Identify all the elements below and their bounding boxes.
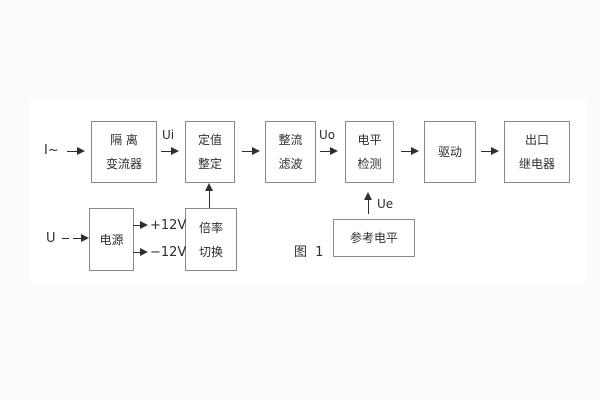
input-voltage-dash [62,238,69,239]
block-output-relay: 出口 继电器 [504,121,570,183]
block-label-line: 定值 [197,133,222,147]
signal-label-ui: Ui [162,128,175,142]
figure-caption: 图 1 [294,245,326,260]
block-label-line: 滤波 [278,157,303,171]
signal-label-ue: Ue [377,197,394,211]
block-setting-adjust: 定值 整定 [185,121,235,183]
block-rectifier-filter: 整流 滤波 [265,121,316,183]
flow-arrow-plus-12v [133,221,148,229]
block-reference-level: 参考电平 [333,219,415,257]
block-level-detector: 电平 检测 [345,121,394,183]
flow-arrow-setting-to-rectifier [242,147,260,155]
block-label-line: 整流 [278,133,303,147]
block-label-line: 驱动 [437,145,462,159]
flow-arrow-isolation-to-setting [161,147,179,155]
block-isolation-transformer: 隔 离 变流器 [91,121,157,183]
signal-label-input-voltage: U [46,231,56,246]
block-driver: 驱动 [424,121,476,183]
signal-label-plus-12v: +12V [150,218,187,233]
flow-arrow-input-current [67,147,85,155]
flow-arrow-input-voltage [73,234,89,242]
flow-arrow-driver-to-relay [481,147,499,155]
signal-label-uo: Uo [319,128,336,142]
flow-arrow-reference-to-level [364,192,372,214]
block-label-line: 整定 [197,157,222,171]
flow-arrow-ratio-to-setting [205,183,213,208]
block-label-line: 隔 离 [110,133,138,147]
block-power-supply: 电源 [89,208,134,271]
flow-arrow-rectifier-to-level [320,147,338,155]
flow-arrow-level-to-driver [401,147,419,155]
block-label-line: 出口 [524,133,549,147]
block-label-line: 变流器 [105,157,142,171]
block-ratio-switch: 倍率 切换 [185,208,237,271]
block-label-line: 检测 [357,157,382,171]
flow-arrow-minus-12v [133,248,148,256]
block-label-line: 切换 [198,244,223,259]
signal-label-minus-12v: −12V [150,245,187,260]
block-label-line: 继电器 [518,157,555,171]
block-label-line: 倍率 [198,220,223,235]
block-label-line: 参考电平 [349,231,398,245]
signal-label-input-current: I~ [44,143,59,158]
block-label-line: 电平 [357,133,382,147]
block-label-line: 电源 [99,232,124,247]
